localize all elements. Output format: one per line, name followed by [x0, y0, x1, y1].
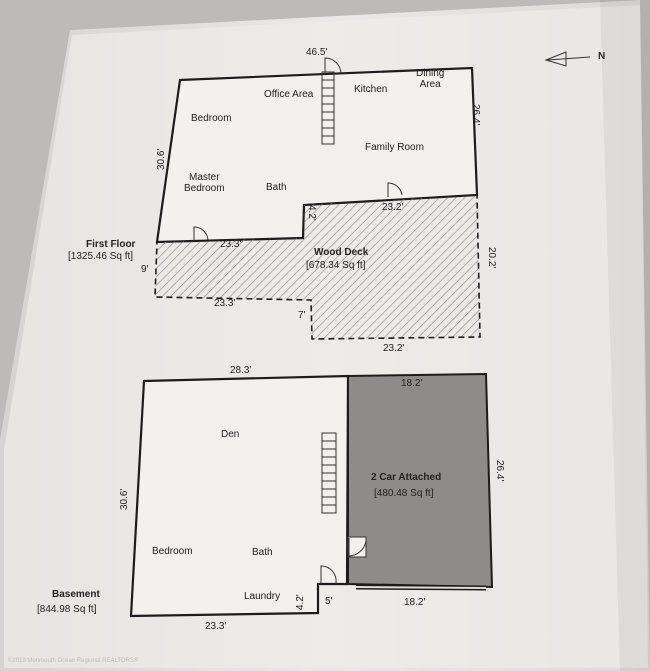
- deck-dim-left: 9': [141, 264, 149, 275]
- garage-area: [347, 372, 494, 591]
- room-kitchen: Kitchen: [354, 84, 388, 95]
- basement-dim-left: 30.6': [119, 488, 130, 510]
- room-bedroom-basement: Bedroom: [152, 546, 193, 557]
- north-label: N: [598, 51, 606, 62]
- room-office-area: Office Area: [264, 89, 314, 100]
- deck-title: Wood Deck: [314, 247, 369, 258]
- deck-dim-step: 7': [298, 310, 306, 321]
- deck-dim-bottom-left: 23.3': [214, 298, 236, 309]
- watermark-text: ©2019 Monmouth Ocean Regional REALTORS®: [8, 658, 139, 664]
- basement-dim-step-horiz: 5': [325, 596, 333, 607]
- first-floor-dim-right: 26.4': [470, 104, 481, 126]
- first-floor-area: [1325.46 Sq ft]: [68, 251, 134, 262]
- room-family-room: Family Room: [365, 142, 424, 153]
- garage-dim-bottom: 18.2': [404, 597, 426, 608]
- first-floor-dim-top: 46.5': [306, 47, 328, 58]
- deck-dim-bottom-right: 23.2': [383, 343, 405, 354]
- basement-stairs: [321, 432, 337, 514]
- wood-deck-outline: [154, 194, 481, 340]
- room-master-bedroom: Master Bedroom: [184, 172, 225, 194]
- garage-title: 2 Car Attached: [371, 472, 442, 483]
- basement-dim-step-vert: 4.2': [295, 594, 306, 610]
- room-bath-first: Bath: [266, 182, 287, 193]
- room-laundry: Laundry: [244, 591, 281, 602]
- room-bedroom-first: Bedroom: [191, 113, 232, 124]
- first-floor-dim-step-horiz: 23.2': [382, 202, 404, 213]
- garage-area: [480.48 Sq ft]: [374, 488, 434, 499]
- room-dining-area: Dining Area: [416, 68, 445, 90]
- garage-dim-top: 18.2': [401, 378, 423, 389]
- room-den: Den: [221, 429, 240, 440]
- basement-dim-bottom: 23.3': [205, 621, 227, 632]
- basement-title: Basement: [52, 589, 100, 600]
- basement-area: [844.98 Sq ft]: [37, 604, 97, 615]
- deck-area: [678.34 Sq ft]: [306, 260, 366, 271]
- first-floor-stairs: [321, 71, 335, 145]
- deck-dim-right: 20.2': [486, 247, 497, 269]
- basement-dim-top: 28.3': [230, 365, 252, 376]
- basement-door-icons: [320, 536, 367, 584]
- room-bath-basement: Bath: [252, 547, 273, 558]
- first-floor-dim-bottom-left: 23.3': [220, 239, 242, 250]
- first-floor-dim-left: 30.6': [156, 148, 167, 170]
- first-floor-title: First Floor: [86, 239, 136, 250]
- north-arrow-icon: [544, 51, 591, 67]
- garage-dim-right: 26.4': [494, 460, 505, 482]
- first-floor-dim-step-vert: 4.2': [306, 205, 317, 221]
- first-floor-door-icons: [193, 57, 403, 241]
- basement-outline: [129, 374, 350, 618]
